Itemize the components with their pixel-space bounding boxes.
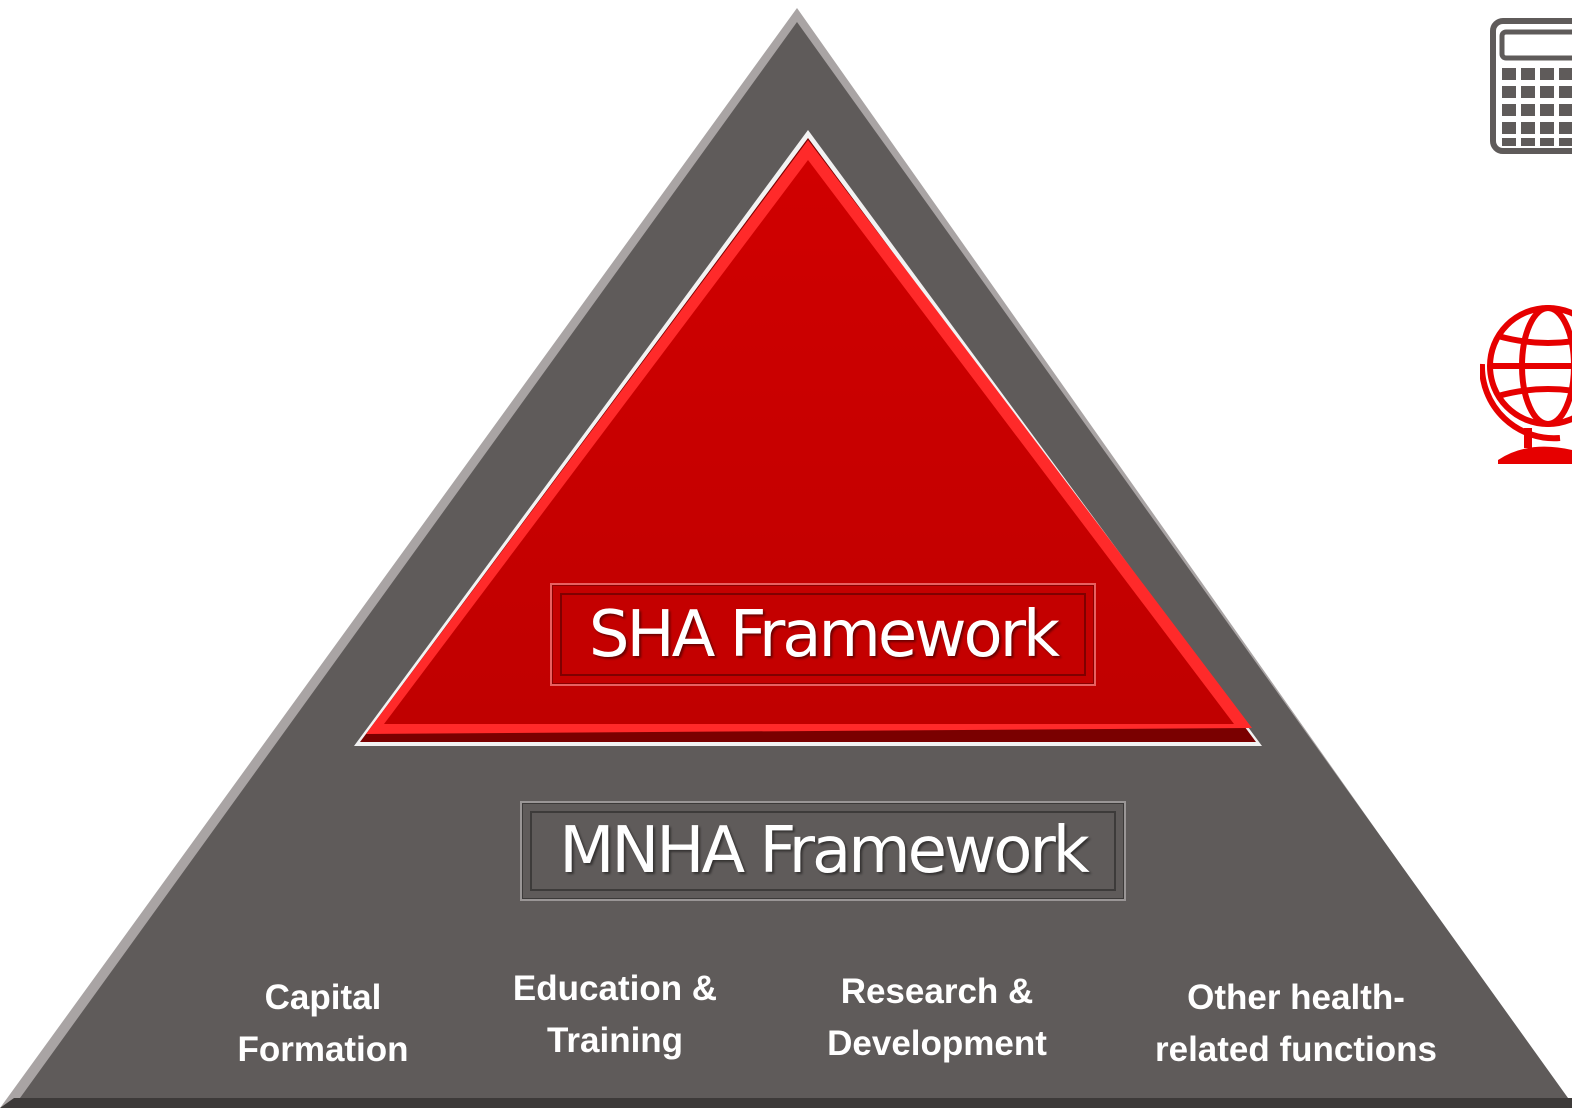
education-training-line1: Education &	[512, 969, 718, 1008]
mnha-framework-box-inner-border	[530, 811, 1116, 891]
other-health-functions-line2: related functions	[1155, 1030, 1437, 1069]
globe-icon	[1480, 305, 1572, 464]
research-development-label: Research & Development	[803, 966, 1071, 1070]
mnha-framework-label: MNHA Framework	[559, 814, 1090, 888]
calculator-icon	[1490, 18, 1572, 154]
research-development-line1: Research &	[840, 972, 1034, 1011]
mnha-framework-box: MNHA Framework	[520, 801, 1126, 901]
other-health-functions-label: Other health- related functions	[1126, 972, 1466, 1076]
research-development-line2: Development	[827, 1024, 1047, 1063]
sha-framework-label: SHA Framework	[588, 597, 1060, 672]
education-training-line2: Training	[546, 1021, 684, 1060]
education-training-label: Education & Training	[484, 963, 746, 1067]
capital-formation-line2: Formation	[237, 1030, 409, 1069]
other-health-functions-line1: Other health-	[1187, 978, 1405, 1017]
capital-formation-line1: Capital	[264, 978, 382, 1017]
outer-triangle-bottom-edge	[0, 1098, 1572, 1108]
capital-formation-label: Capital Formation	[213, 972, 433, 1076]
sha-framework-box-inner-border	[560, 593, 1086, 676]
sha-framework-box: SHA Framework	[550, 583, 1096, 686]
